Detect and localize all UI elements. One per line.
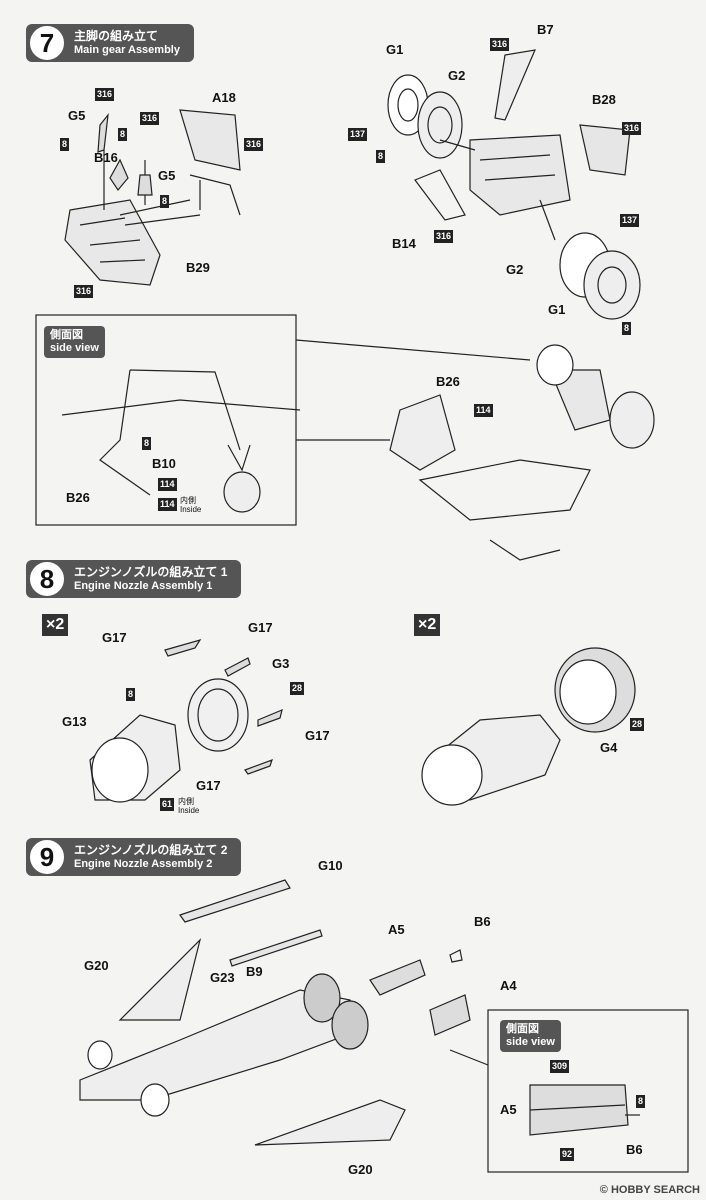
- paint-code: 114: [474, 404, 493, 417]
- side-view-drawing: [61, 339, 531, 513]
- paint-code: 8: [118, 128, 128, 141]
- paint-code: 137: [348, 128, 368, 141]
- part-label: G10: [318, 858, 343, 873]
- step-title-jp: エンジンノズルの組み立て 2: [74, 843, 228, 857]
- side-view-en: side view: [50, 342, 99, 354]
- part-label: G1: [386, 42, 404, 57]
- part-label: G4: [600, 740, 618, 755]
- paint-code: 8: [622, 322, 632, 335]
- part-label: G5: [68, 108, 86, 123]
- part-label: B9: [246, 964, 263, 979]
- side-view-2-drawing: [449, 1049, 640, 1136]
- part-label: G5: [158, 168, 176, 183]
- part-label: A5: [388, 922, 405, 937]
- paint-code: 8: [60, 138, 70, 151]
- part-label: G3: [272, 656, 290, 671]
- part-label: G17: [305, 728, 330, 743]
- quantity-badge: ×2: [414, 614, 441, 636]
- side-view-zoom-drawing: [389, 344, 655, 561]
- step-8-header: 8 エンジンノズルの組み立て 1 Engine Nozzle Assembly …: [26, 560, 242, 598]
- part-label: A4: [500, 978, 517, 993]
- paint-code: 316: [490, 38, 510, 51]
- main-gear-left-drawing: [64, 109, 241, 286]
- paint-code: 316: [244, 138, 264, 151]
- paint-code: 316: [95, 88, 115, 101]
- side-view-frame: [35, 314, 297, 526]
- side-view-jp: 側面図: [50, 329, 83, 341]
- paint-code: 309: [550, 1060, 570, 1073]
- part-label: B26: [66, 490, 90, 505]
- part-label: A18: [212, 90, 236, 105]
- paint-code: 316: [622, 122, 642, 135]
- part-label: G1: [548, 302, 566, 317]
- step-9-header: 9 エンジンノズルの組み立て 2 Engine Nozzle Assembly …: [26, 838, 242, 876]
- paint-code: 316: [140, 112, 160, 125]
- paint-code: 8: [636, 1095, 646, 1108]
- side-view-en: side view: [506, 1036, 555, 1048]
- paint-code: 316: [434, 230, 454, 243]
- side-view-jp: 側面図: [506, 1023, 539, 1035]
- part-label: G23: [210, 970, 235, 985]
- side-view-tag: 側面図 side view: [44, 326, 105, 358]
- paint-code: 92: [560, 1148, 575, 1161]
- part-label: B6: [626, 1142, 643, 1157]
- part-label: G13: [62, 714, 87, 729]
- paint-code: 8: [126, 688, 136, 701]
- step-number: 9: [28, 838, 66, 876]
- paint-code: 61: [160, 798, 175, 811]
- nozzle-right-drawing: [421, 647, 636, 806]
- step-title-en: Engine Nozzle Assembly 2: [74, 858, 213, 870]
- side-view-tag: 側面図 side view: [500, 1020, 561, 1052]
- part-label: G2: [506, 262, 524, 277]
- part-label: A5: [500, 1102, 517, 1117]
- step-title-en: Engine Nozzle Assembly 1: [74, 580, 213, 592]
- side-view-2-frame: [487, 1009, 689, 1173]
- paint-code: 316: [74, 285, 94, 298]
- part-label: B10: [152, 456, 176, 471]
- step-number: 7: [28, 24, 66, 62]
- part-label: G17: [248, 620, 273, 635]
- paint-code: 114: [158, 478, 177, 491]
- paint-code: 114: [158, 498, 177, 511]
- part-label: B7: [537, 22, 554, 37]
- paint-code: 8: [142, 437, 152, 450]
- paint-code: 28: [630, 718, 645, 731]
- paint-code: 137: [620, 214, 640, 227]
- paint-code: 8: [160, 195, 170, 208]
- part-label: G20: [348, 1162, 373, 1177]
- paint-code: 8: [376, 150, 386, 163]
- main-gear-right-drawing: [387, 49, 641, 320]
- step-title-jp: 主脚の組み立て: [74, 29, 159, 43]
- part-label: B29: [186, 260, 210, 275]
- quantity-badge: ×2: [42, 614, 69, 636]
- part-label: B16: [94, 150, 118, 165]
- part-label: G20: [84, 958, 109, 973]
- step-title-en: Main gear Assembly: [74, 44, 180, 56]
- paint-code: 28: [290, 682, 305, 695]
- part-label: G17: [196, 778, 221, 793]
- part-label: B26: [436, 374, 460, 389]
- watermark: © HOBBY SEARCH: [599, 1184, 700, 1196]
- step-number: 8: [28, 560, 66, 598]
- step-title-jp: エンジンノズルの組み立て 1: [74, 565, 228, 579]
- nozzle-left-drawing: [89, 638, 283, 803]
- part-label: B28: [592, 92, 616, 107]
- part-label: B6: [474, 914, 491, 929]
- step-7-header: 7 主脚の組み立て Main gear Assembly: [26, 24, 194, 62]
- nozzle-assembly-2-drawing: [79, 879, 471, 1146]
- part-label: G17: [102, 630, 127, 645]
- part-label: B14: [392, 236, 416, 251]
- part-label: G2: [448, 68, 466, 83]
